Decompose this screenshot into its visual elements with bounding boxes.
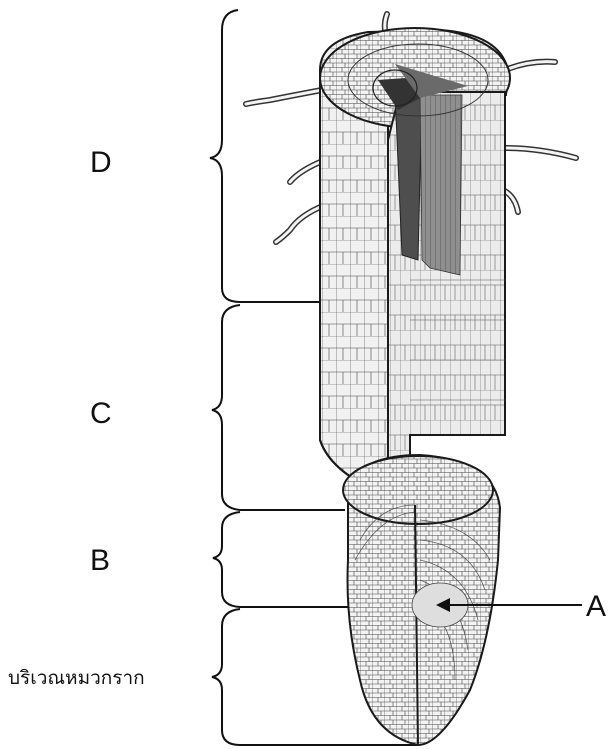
root-lower-body — [343, 455, 500, 745]
label-zone-b: B — [90, 544, 110, 577]
label-pointer-a: A — [586, 590, 606, 623]
root-upper-body — [320, 28, 510, 490]
label-zone-c: C — [90, 397, 112, 430]
label-root-cap: บริเวณหมวกราก — [8, 667, 145, 689]
bracket-b — [213, 512, 348, 607]
bracket-d — [210, 10, 320, 302]
label-zone-d: D — [90, 146, 112, 179]
